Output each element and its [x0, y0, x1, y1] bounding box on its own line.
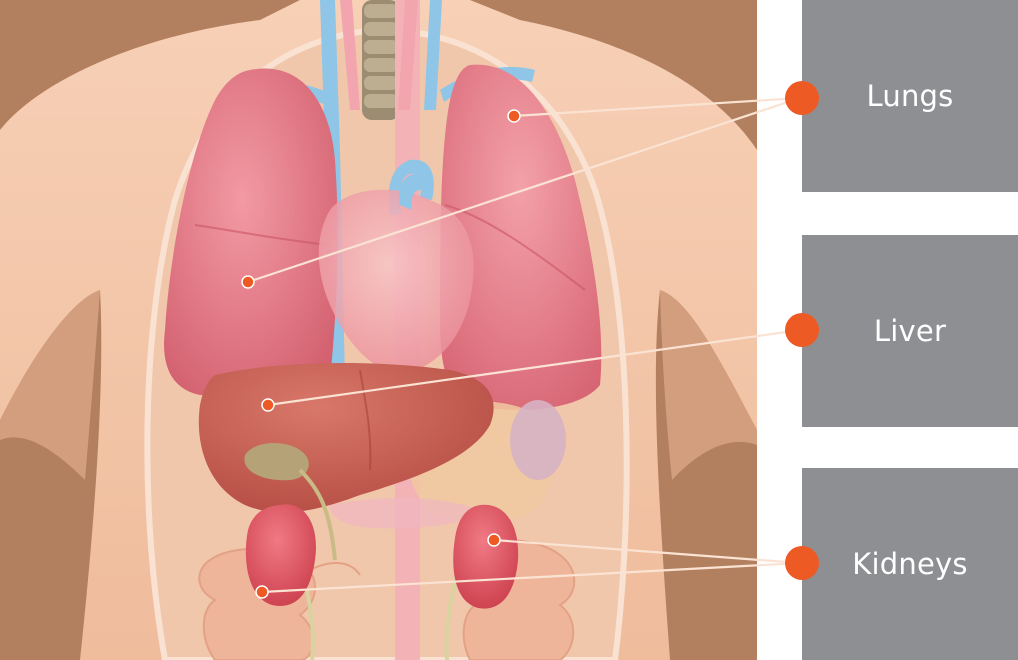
label-liver: Liver: [802, 235, 1018, 427]
marker-lung-left: [242, 276, 254, 288]
label-lungs-text: Lungs: [867, 79, 954, 113]
spine: [362, 0, 400, 120]
marker-lung-right: [508, 110, 520, 122]
marker-kidney-right: [488, 534, 500, 546]
label-kidneys: Kidneys: [802, 468, 1018, 660]
marker-liver: [262, 399, 274, 411]
label-liver-text: Liver: [874, 314, 946, 348]
spleen: [510, 400, 566, 480]
label-kidneys-text: Kidneys: [852, 547, 967, 581]
marker-kidney-left: [256, 586, 268, 598]
kidney-right: [453, 505, 518, 609]
label-lungs: Lungs: [802, 0, 1018, 192]
